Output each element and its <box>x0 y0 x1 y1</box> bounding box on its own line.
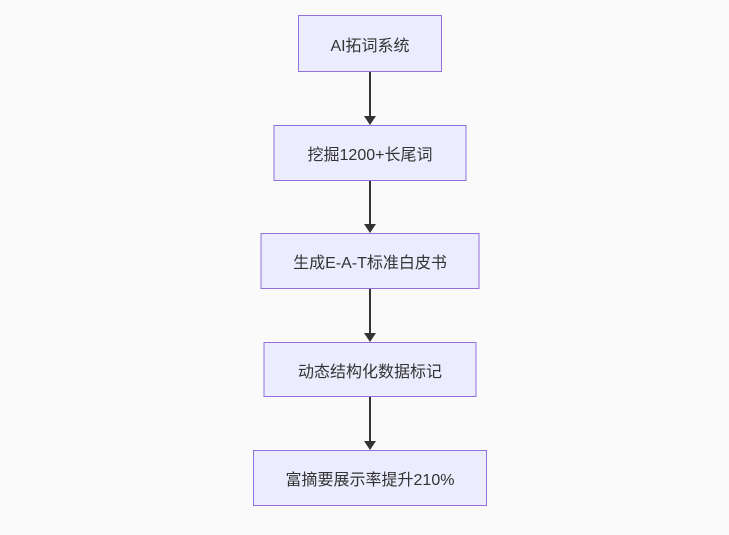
node-label: 动态结构化数据标记 <box>297 363 442 381</box>
arrowhead-down-icon <box>364 116 376 125</box>
node-label: 挖掘1200+长尾词 <box>307 147 433 164</box>
node-label: AI拓词系统 <box>330 37 410 55</box>
flow-edge-3 <box>364 289 376 342</box>
edge-line <box>369 289 371 333</box>
edge-line <box>369 72 371 116</box>
flowchart-node-structured-data-markup: 动态结构化数据标记 <box>263 342 477 397</box>
node-label: 富摘要展示率提升210% <box>285 472 455 489</box>
flowchart-node-eat-whitepaper: 生成E-A-T标准白皮书 <box>260 233 480 289</box>
flowchart-node-ai-word-expansion: AI拓词系统 <box>298 15 442 72</box>
flow-edge-2 <box>364 181 376 233</box>
edge-line <box>369 181 371 224</box>
flow-edge-1 <box>364 72 376 125</box>
flowchart-node-rich-snippet-result: 富摘要展示率提升210% <box>253 450 487 506</box>
arrowhead-down-icon <box>364 441 376 450</box>
flowchart-node-longtail-mining: 挖掘1200+长尾词 <box>273 125 467 181</box>
flow-edge-4 <box>364 397 376 450</box>
node-label: 生成E-A-T标准白皮书 <box>293 255 447 272</box>
arrowhead-down-icon <box>364 333 376 342</box>
arrowhead-down-icon <box>364 224 376 233</box>
edge-line <box>369 397 371 441</box>
